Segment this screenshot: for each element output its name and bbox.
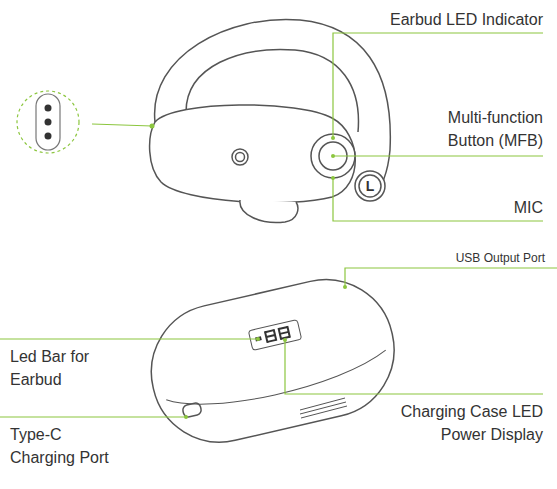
part-label: MIC [463,196,543,219]
part-label: Earbud LED Indicator [323,8,543,31]
leader-dots [184,136,347,419]
part-label: Charging Case LED Power Display [371,400,543,446]
leader-lines [0,33,557,417]
earbud-drawing [150,19,391,222]
charging-case-drawing [138,266,408,456]
part-label: Multi-function Button (MFB) [403,106,543,152]
part-label: USB Output Port [385,250,545,266]
charging-pins-inset [17,91,155,153]
part-label: Led Bar for Earbud [10,345,122,391]
part-label: Type-C Charging Port [10,423,130,469]
side-marker: L [366,179,375,193]
